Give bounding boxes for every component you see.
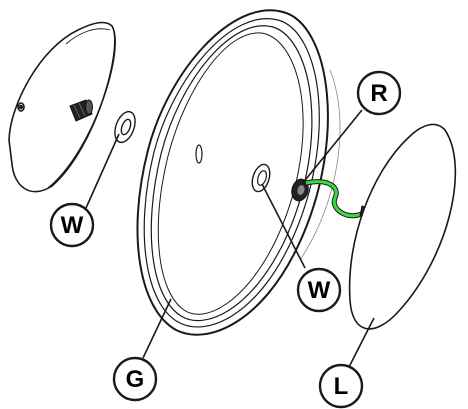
- glass-housing: [136, 9, 341, 336]
- callout-w-center: W: [296, 267, 342, 313]
- callout-l-label: L: [334, 373, 349, 400]
- callout-w-left-label: W: [61, 212, 84, 239]
- socket-nut: [291, 178, 309, 202]
- callout-w-center-label: W: [308, 277, 331, 304]
- callout-r: R: [356, 70, 402, 116]
- threaded-stud: [69, 99, 93, 122]
- leader-lines: [85, 109, 375, 368]
- lens-disc: [348, 123, 457, 330]
- callout-w-left: W: [49, 202, 95, 248]
- callout-g-label: G: [126, 366, 145, 393]
- callout-g: G: [112, 356, 158, 402]
- back-plate: [8, 21, 116, 193]
- left-washer: [114, 110, 136, 144]
- callout-l: L: [318, 363, 364, 409]
- callout-r-label: R: [370, 80, 387, 107]
